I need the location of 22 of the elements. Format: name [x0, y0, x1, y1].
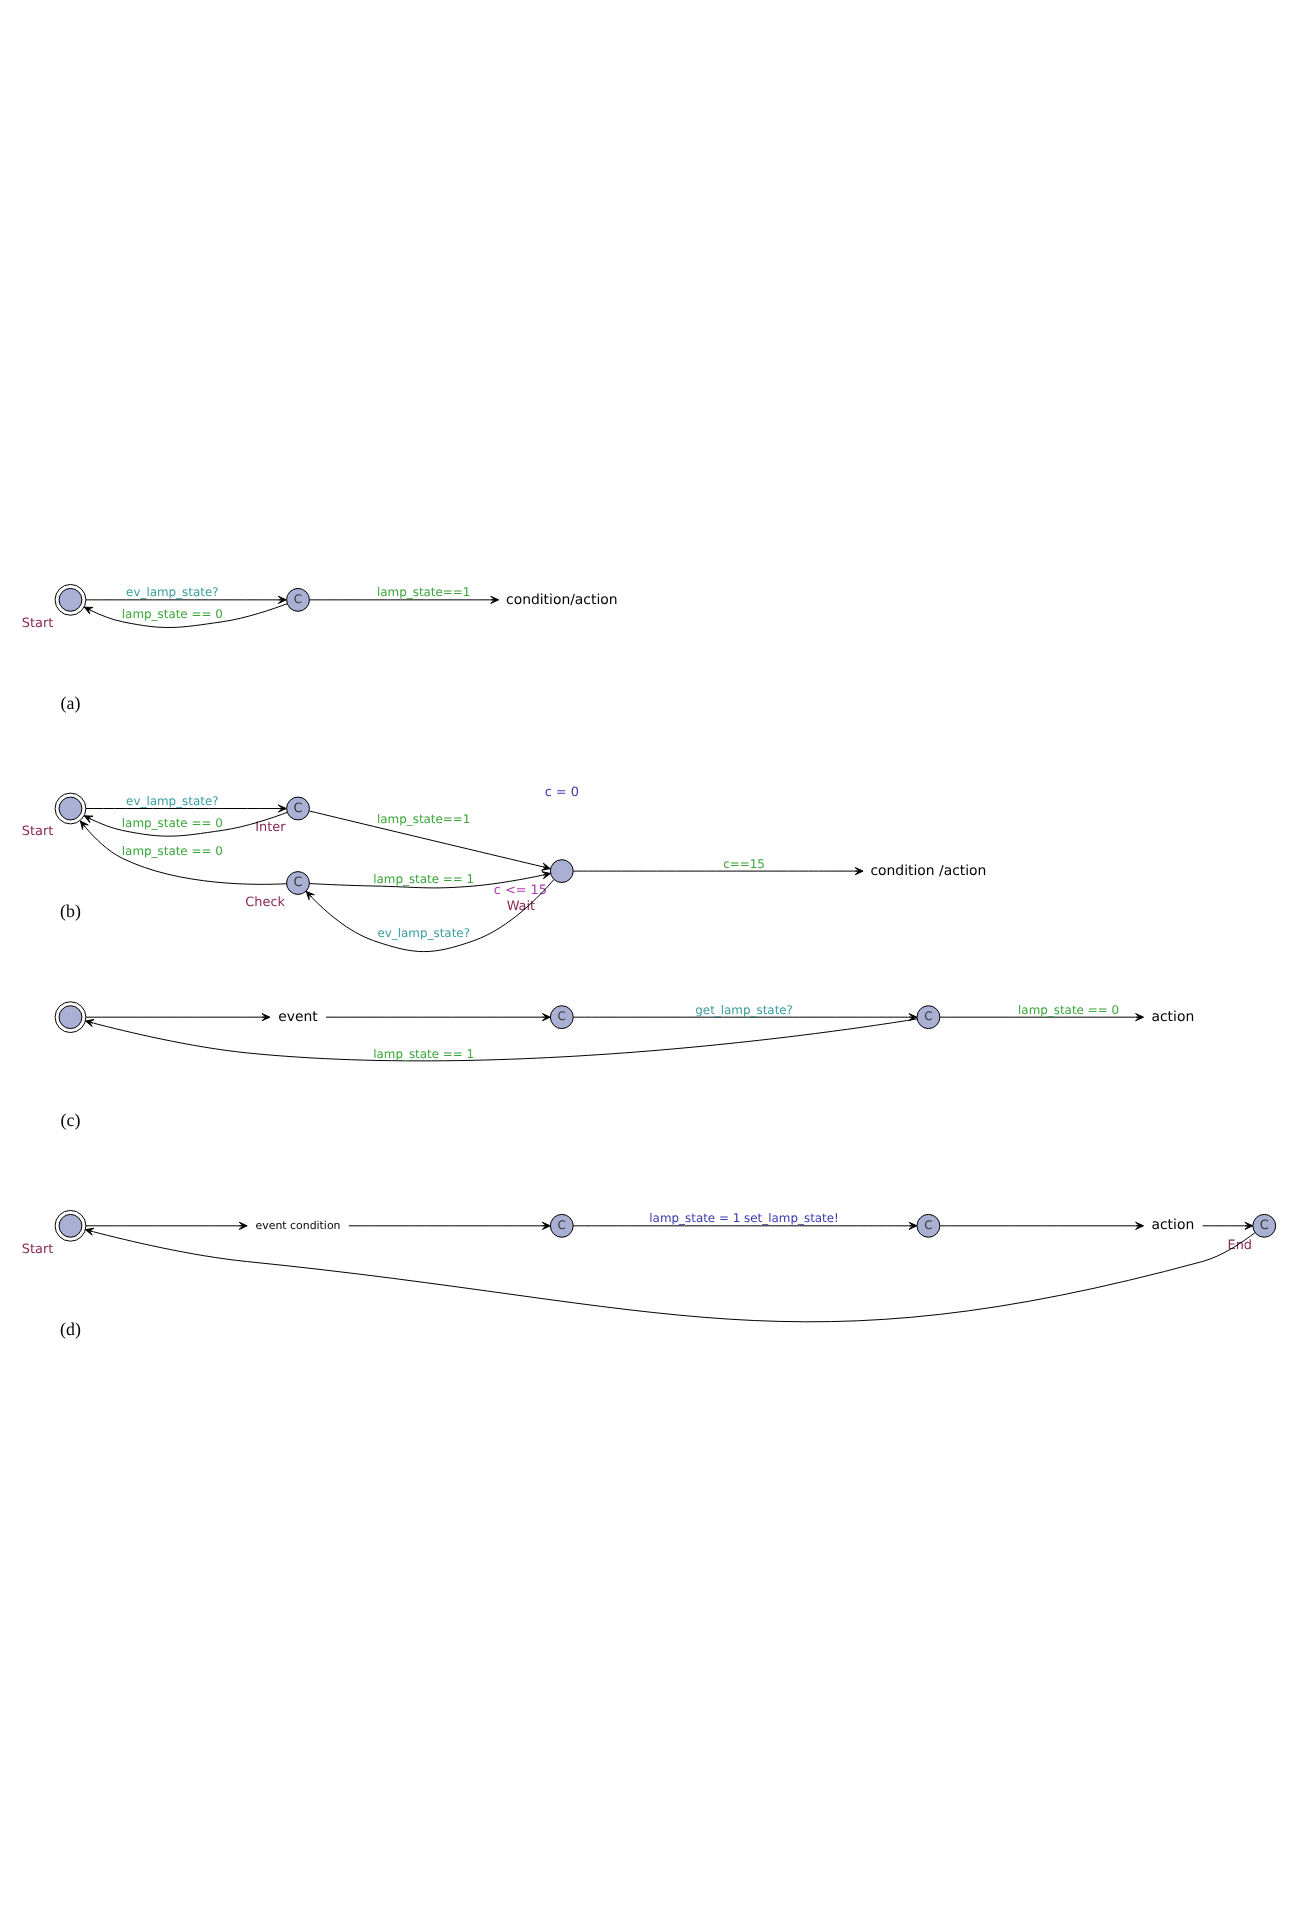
arrow [309, 871, 551, 889]
arrow [325, 1013, 551, 1022]
arrow [85, 1013, 271, 1022]
arrow [939, 1013, 1144, 1022]
arrow [309, 595, 500, 604]
arrow [85, 804, 287, 813]
label: (d) [60, 1318, 81, 1339]
node-circle [549, 859, 574, 884]
arrow [348, 1221, 551, 1230]
label: (a) [60, 692, 81, 713]
arrow [83, 603, 288, 628]
arrow [939, 1221, 1144, 1230]
arrow [84, 1018, 918, 1062]
arrow [85, 595, 287, 604]
arrow [85, 1221, 248, 1230]
arrow [572, 1221, 918, 1230]
arrow [1202, 1221, 1254, 1230]
arrow [572, 867, 864, 876]
arrow [309, 810, 551, 871]
label: (c) [60, 1109, 81, 1130]
arrow [572, 1013, 918, 1022]
label: (b) [60, 901, 81, 922]
